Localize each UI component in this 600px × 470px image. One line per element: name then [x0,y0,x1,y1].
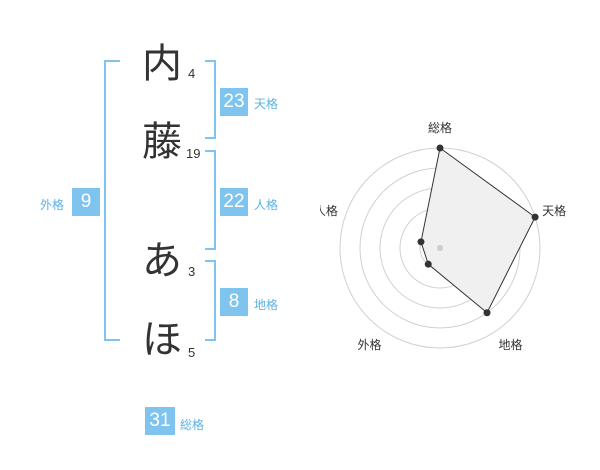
chikaku-value: 8 [220,288,248,316]
radar-axis-label-chikaku: 地格 [499,337,523,352]
gaikaku-bracket-top [104,60,120,62]
stroke-count-1: 4 [188,66,196,81]
gaikaku-bracket-bottom [104,339,120,341]
fortune-radar-chart: 総格 天格 地格 外格 人格 [320,120,566,352]
name-char-2: 藤 [142,119,182,165]
radar-center-dot [437,245,443,251]
tenkaku-bracket-vertical [214,60,216,139]
chikaku-bracket-vertical [214,260,216,341]
radar-axis-label-tenkaku: 天格 [542,203,566,218]
tenkaku-value: 23 [220,88,248,116]
radar-axis-label-soukaku: 総格 [428,120,452,135]
radar-point-0 [436,144,444,152]
jinkaku-bracket-vertical [214,150,216,250]
radar-polygon [420,147,536,314]
tenkaku-bracket-top [205,60,216,62]
radar-points [417,144,539,317]
jinkaku-value: 22 [220,188,248,216]
radar-point-4 [417,238,425,246]
name-char-3: あ [142,238,182,284]
chikaku-label: 地格 [254,298,279,312]
name-char-4: ほ [142,317,182,363]
stroke-count-4: 5 [188,345,196,360]
tenkaku-bracket-bottom [205,137,216,139]
radar-axis-label-jinkaku: 人格 [320,203,338,218]
stroke-count-2: 19 [186,146,201,161]
jinkaku-label: 人格 [254,198,279,212]
gaikaku-value: 9 [72,188,100,216]
chikaku-bracket-top [205,260,216,262]
jinkaku-bracket-bottom [205,248,216,250]
radar-axis-label-gaikaku: 外格 [357,337,381,352]
radar-point-2 [483,309,491,317]
chikaku-bracket-bottom [205,339,216,341]
stroke-count-3: 3 [188,264,196,279]
tenkaku-label: 天格 [254,97,279,111]
gaikaku-label: 外格 [40,198,65,212]
gaikaku-bracket-vertical [104,60,106,341]
soukaku-value: 31 [145,407,175,435]
radar-point-3 [424,260,432,268]
radar-point-1 [531,213,539,221]
jinkaku-bracket-top [205,150,216,152]
soukaku-label: 総格 [180,418,205,432]
name-char-1: 内 [142,41,182,87]
